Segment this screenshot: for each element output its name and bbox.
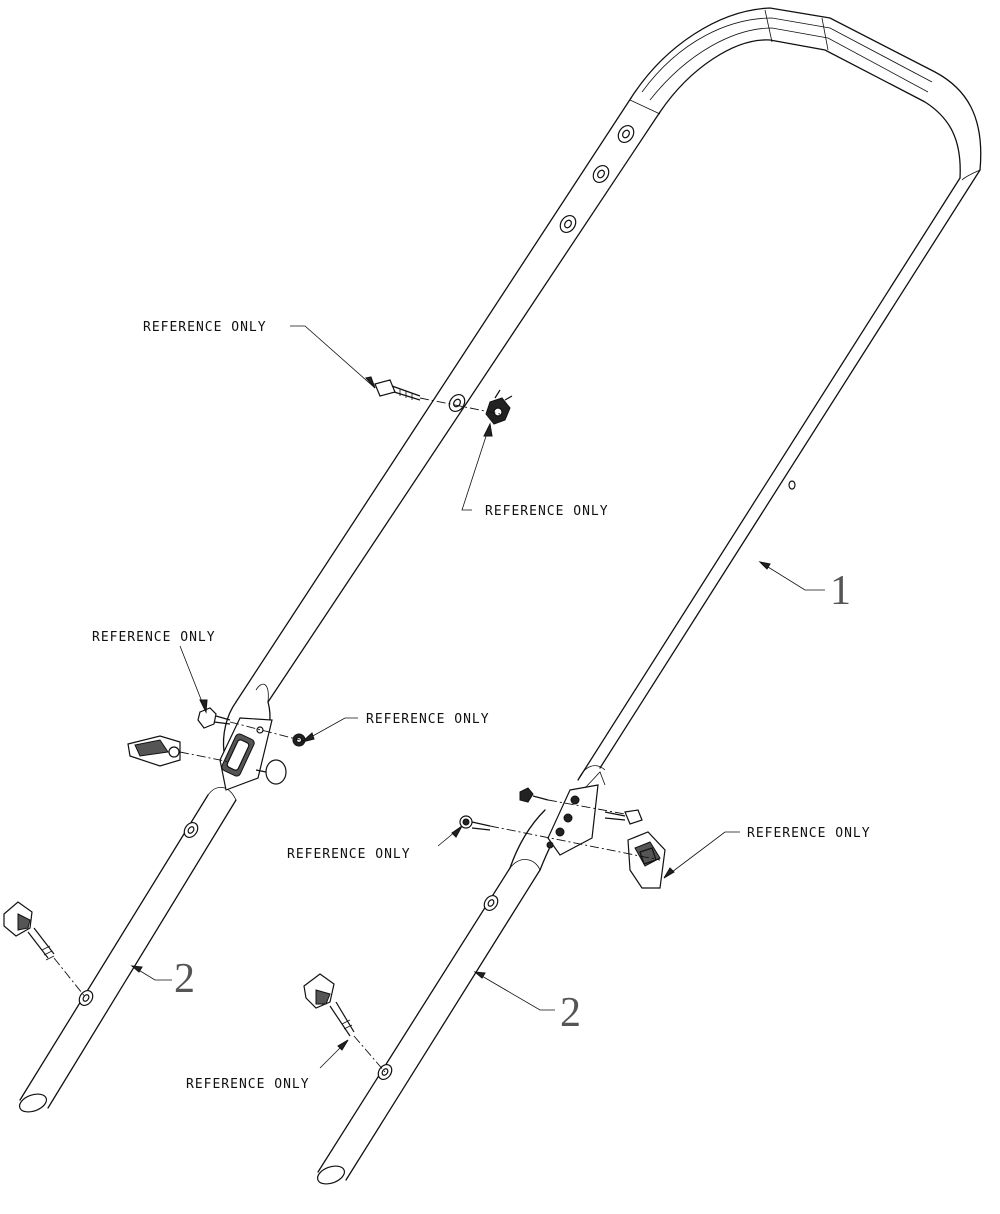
right-pivot-bracket <box>546 771 606 856</box>
left-nut-part <box>197 707 231 729</box>
callout-reference-top-center: REFERENCE ONLY <box>485 504 609 519</box>
callout-reference-top-left: REFERENCE ONLY <box>143 320 267 335</box>
left-pivot-bracket <box>219 717 273 791</box>
leader-lines <box>131 325 825 1069</box>
left-round-knob <box>255 759 287 785</box>
part-number-lower-handle-right: 2 <box>560 990 581 1036</box>
leader-arrowheads <box>130 376 771 1051</box>
top-knob-part <box>485 389 513 425</box>
left-cam-lever <box>127 735 181 767</box>
part-number-upper-handle: 1 <box>830 568 851 614</box>
lower-handle-left-tube <box>18 786 237 1113</box>
upper-handle-tube <box>222 7 982 781</box>
callout-reference-bottom-bolt: REFERENCE ONLY <box>186 1077 310 1092</box>
right-washer-bolt-part <box>459 815 491 831</box>
part-number-lower-handle-left: 2 <box>174 956 195 1002</box>
right-hex-bolt-part <box>604 809 643 825</box>
right-nut-part <box>519 787 549 803</box>
callout-reference-mid-nut: REFERENCE ONLY <box>366 712 490 727</box>
lower-handle-right-tube <box>316 809 566 1185</box>
callout-reference-right-washer: REFERENCE ONLY <box>287 847 411 862</box>
top-bolt-part <box>374 379 421 401</box>
callout-reference-mid-left: REFERENCE ONLY <box>92 630 216 645</box>
upper-handle-holes <box>448 125 796 490</box>
callout-reference-right-knob: REFERENCE ONLY <box>747 826 871 841</box>
assembly-centerlines <box>53 397 661 1073</box>
right-lower-bolt <box>303 973 355 1037</box>
left-lower-bolt <box>3 901 55 961</box>
right-cam-lever <box>627 831 666 889</box>
